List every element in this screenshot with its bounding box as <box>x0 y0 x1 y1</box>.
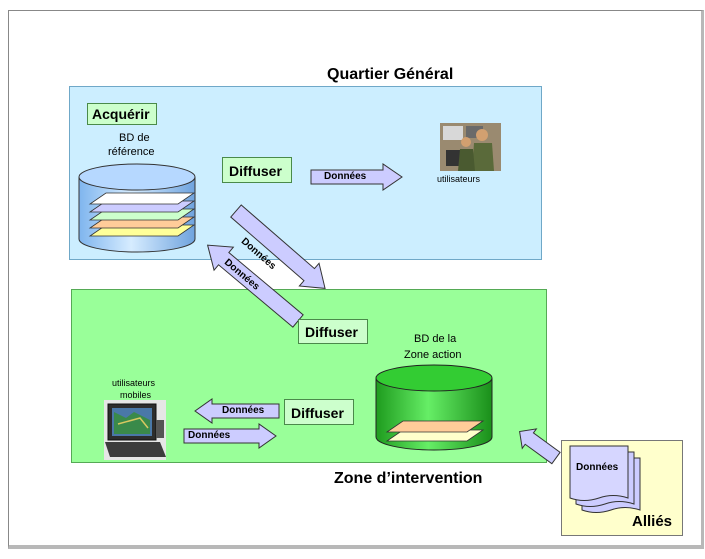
mobile-users-label-1: utilisateurs <box>112 378 156 388</box>
hq-diffuse-label: Diffuser <box>229 163 282 179</box>
arrow-hq-to-zone <box>230 204 326 289</box>
documents-stack-icon <box>569 445 641 513</box>
allies-doc-label: Données <box>576 462 619 473</box>
users-label: utilisateurs <box>437 174 481 184</box>
laptop-icon <box>104 400 166 460</box>
zone-diffuse-top-button[interactable]: Diffuser <box>298 319 368 344</box>
arrow-mobile-left-label: Données <box>222 405 265 416</box>
arrow-to-mobile <box>194 398 280 424</box>
hq-title: Quartier Général <box>327 66 454 83</box>
allies-label: Alliés <box>632 513 673 530</box>
zone-diffuse-mid-button[interactable]: Diffuser <box>284 399 354 425</box>
zone-title: Zone d’intervention <box>334 470 483 487</box>
acquire-label: Acquérir <box>92 106 150 122</box>
zone-database-icon <box>375 364 493 451</box>
zone-diffuse-top-label: Diffuser <box>305 324 358 340</box>
acquire-button[interactable]: Acquérir <box>87 103 157 125</box>
arrow-hq-users-label: Données <box>324 171 367 182</box>
arrow-from-mobile <box>183 423 277 449</box>
zone-db-label-2: Zone action <box>404 349 462 361</box>
users-photo-icon <box>440 123 501 171</box>
mobile-users-label-2: mobiles <box>120 390 152 400</box>
reference-db-label-2: référence <box>108 146 155 158</box>
arrow-zone-to-hq <box>206 244 304 328</box>
hq-diffuse-button[interactable]: Diffuser <box>222 157 292 183</box>
arrow-hq-to-users <box>310 163 403 191</box>
zone-diffuse-mid-label: Diffuser <box>291 405 344 421</box>
arrow-allies-to-zone <box>519 428 561 465</box>
arrow-mobile-right-label: Données <box>188 430 231 441</box>
zone-db-label-1: BD de la <box>414 333 457 345</box>
reference-db-label-1: BD de <box>119 132 150 144</box>
reference-database-icon <box>78 163 196 253</box>
